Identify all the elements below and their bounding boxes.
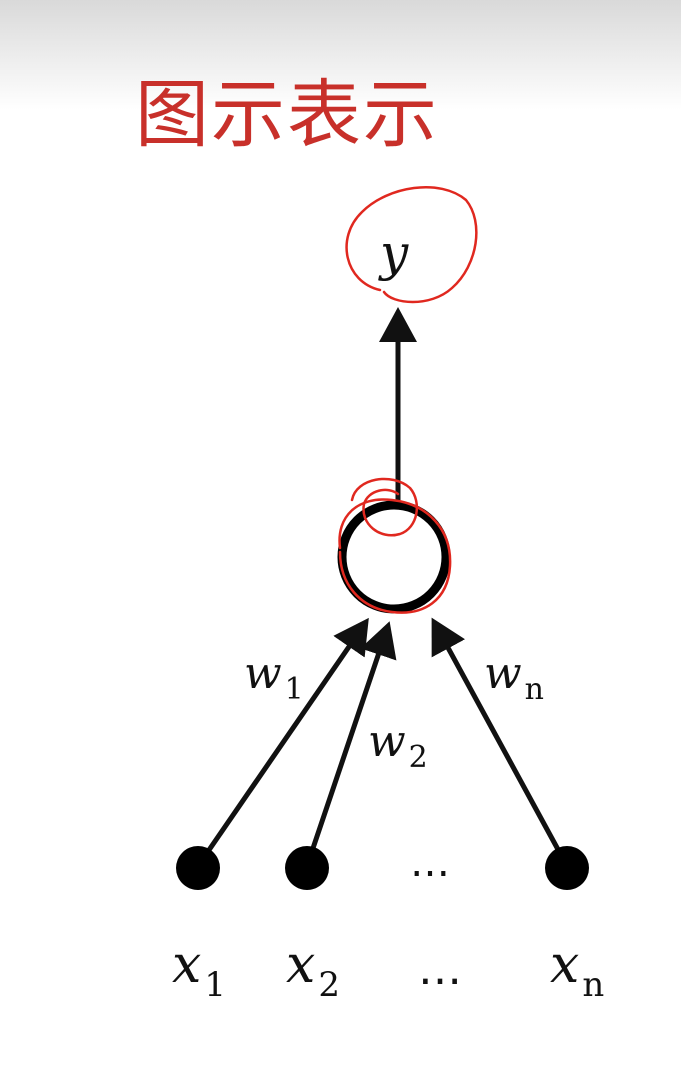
input-node-n bbox=[545, 846, 589, 890]
input-node-ellipsis: … bbox=[410, 840, 450, 886]
input-symbol: x bbox=[172, 935, 201, 995]
input-label-2: x2 bbox=[286, 935, 340, 1005]
input-symbol: x bbox=[286, 935, 315, 995]
top-shade bbox=[0, 0, 681, 110]
input-arrow-2 bbox=[304, 621, 397, 867]
input-arrow-n bbox=[431, 617, 570, 868]
output-symbol: y bbox=[378, 224, 409, 282]
weight-symbol: w bbox=[368, 716, 406, 767]
weight-subscript: 1 bbox=[285, 672, 304, 707]
input-subscript: 1 bbox=[204, 965, 226, 1005]
input-subscript: n bbox=[582, 965, 604, 1005]
annotation-circle-output bbox=[345, 186, 478, 304]
input-node-1 bbox=[176, 846, 220, 890]
weight-symbol: w bbox=[484, 648, 522, 699]
output-label: y bbox=[378, 224, 409, 282]
annotation-loop-neuron bbox=[350, 477, 419, 537]
weight-symbol: w bbox=[244, 648, 282, 699]
input-subscript: 2 bbox=[318, 965, 340, 1005]
weight-subscript: n bbox=[525, 672, 544, 707]
input-arrow-1 bbox=[195, 617, 369, 868]
neuron-node bbox=[337, 500, 451, 614]
input-node-2 bbox=[285, 846, 329, 890]
input-label-ellipsis: … bbox=[418, 944, 462, 995]
annotation-circle-neuron bbox=[338, 498, 452, 614]
weight-subscript: 2 bbox=[409, 740, 428, 775]
input-symbol: x bbox=[550, 935, 579, 995]
page-title: 图示表示 bbox=[135, 72, 439, 158]
input-label-1: x1 bbox=[172, 935, 226, 1005]
input-label-n: xn bbox=[550, 935, 604, 1005]
